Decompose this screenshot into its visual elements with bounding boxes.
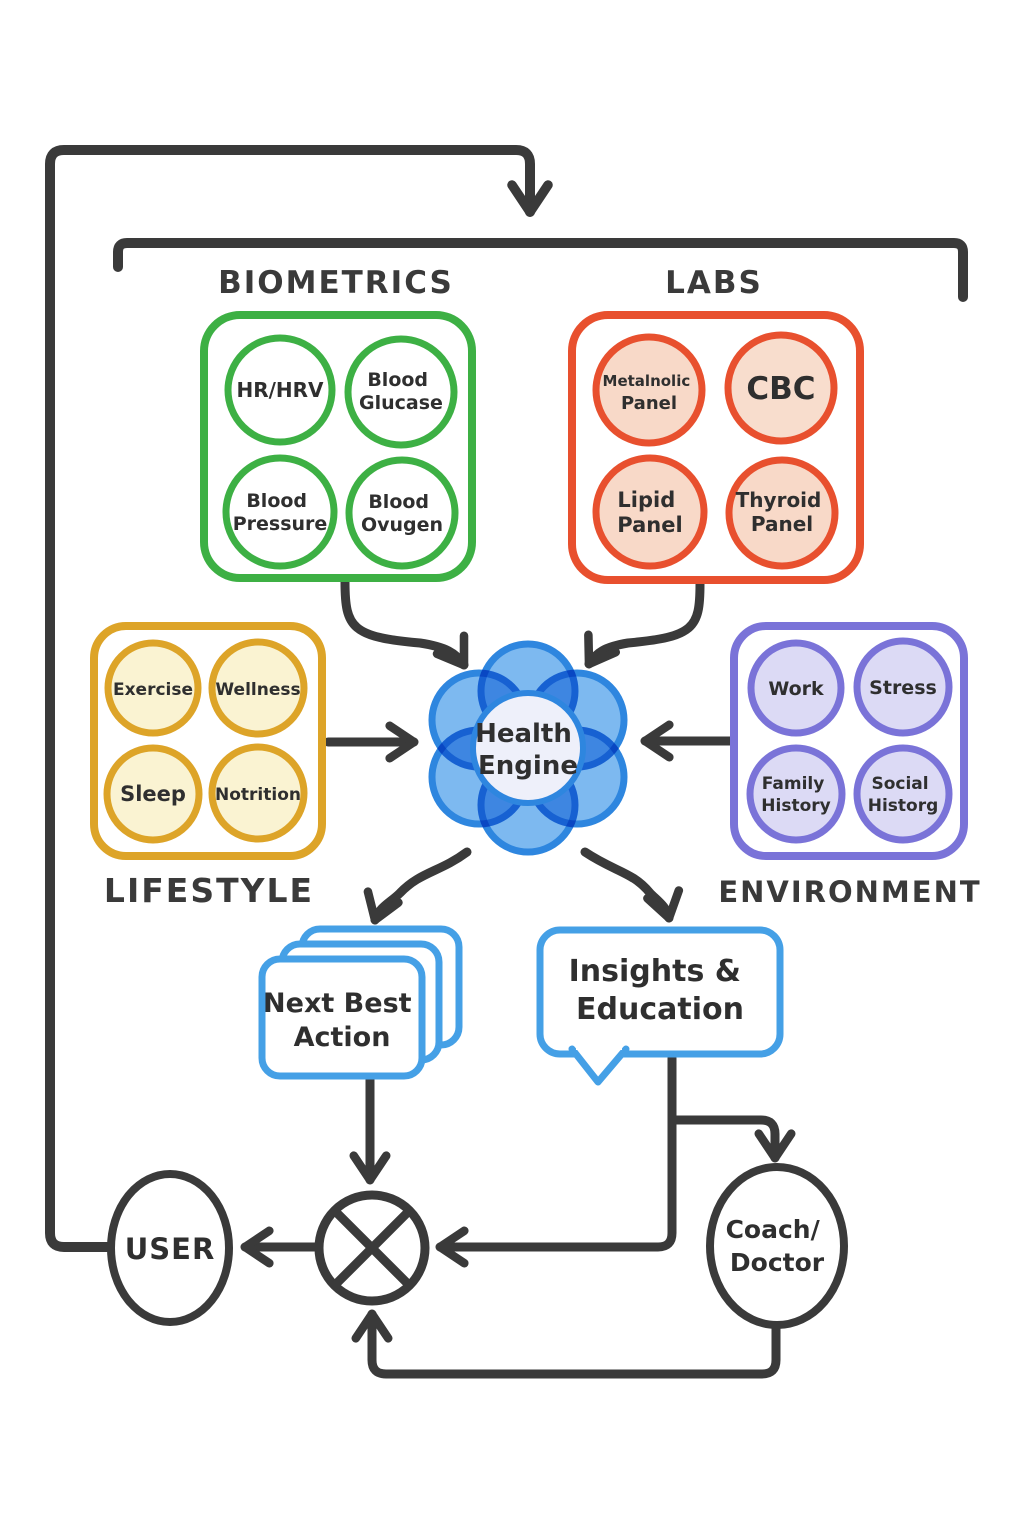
lifestyle-item-label: Notrition — [215, 785, 301, 805]
user-label: USER — [125, 1232, 216, 1266]
line-coach-to-junction-bottom — [351, 1309, 781, 1379]
environment-item-label: Stress — [869, 677, 937, 699]
labs-item-circle — [592, 333, 706, 447]
lifestyle-group: Exercise Wellness Sleep Notrition LIFEST… — [90, 622, 326, 910]
labs-item-label: Metalnolic Panel — [603, 372, 696, 414]
lifestyle-item-label: Sleep — [120, 782, 186, 806]
lifestyle-item-circle — [208, 638, 308, 738]
environment-title: ENVIRONMENT — [718, 875, 981, 909]
next-best-action-label: Next Best Action — [263, 988, 421, 1053]
biometrics-item-circle — [224, 334, 336, 446]
insights-education-node: Insights & Education — [536, 926, 784, 1086]
environment-group: Work Stress Family History Social Histor… — [718, 622, 981, 909]
arrow-engine-to-next-best-action — [363, 847, 472, 925]
biometrics-group: BIOMETRICS HR/HRV Blood Glucase Blood Pr… — [200, 265, 476, 582]
labs-group: LABS Metalnolic Panel CBC Lipid Panel Th… — [568, 265, 864, 584]
health-engine-node: Health Engine — [428, 640, 628, 856]
engine-flower-icon — [428, 640, 628, 856]
input-bracket-line — [113, 238, 968, 302]
mixer-junction — [314, 1190, 430, 1306]
labs-item-label: Lipid Panel — [617, 488, 682, 537]
biometrics-item-label: HR/HRV — [236, 378, 324, 402]
junction-x-icon — [330, 1206, 414, 1290]
next-best-action-card-front — [258, 955, 426, 1080]
environment-item-label: Social Historg — [868, 774, 939, 816]
insights-bubble-tail — [568, 1045, 630, 1086]
labs-item-circle — [725, 456, 839, 570]
lifestyle-item-circle — [208, 743, 308, 843]
line-insights-down-to-junction — [435, 1053, 677, 1268]
coach-doctor-ellipse — [706, 1163, 848, 1329]
biometrics-item-label: Blood Ovugen — [361, 491, 443, 536]
environment-item-circle — [853, 744, 953, 844]
environment-item-label: Work — [768, 678, 824, 700]
lifestyle-item-circle — [104, 639, 202, 737]
arrow-biometrics-to-engine — [340, 577, 469, 670]
engine-label: Health Engine — [475, 719, 581, 781]
lifestyle-item-label: Exercise — [113, 680, 193, 700]
arrow-insights-branch-to-coach — [667, 1115, 796, 1163]
coach-doctor-node: Coach/ Doctor — [706, 1163, 848, 1329]
insights-bubble — [536, 926, 784, 1058]
biometrics-item-circle — [222, 454, 338, 570]
environment-item-circle — [747, 639, 845, 737]
coach-doctor-label: Coach/ Doctor — [726, 1215, 829, 1277]
lifestyle-item-label: Wellness — [215, 680, 300, 700]
labs-item-circle — [592, 454, 708, 570]
engine-center — [470, 690, 586, 806]
environment-item-circle — [746, 744, 846, 844]
biometrics-title: BIOMETRICS — [218, 265, 454, 301]
feedback-loop-line — [45, 145, 553, 1252]
biometrics-item-label: Blood Glucase — [359, 369, 443, 414]
lifestyle-item-circle — [103, 744, 203, 844]
environment-item-label: Family History — [761, 774, 830, 816]
next-best-action-node: Next Best Action — [258, 925, 463, 1080]
biometrics-item-circle — [345, 456, 459, 570]
labs-item-circle — [724, 331, 838, 445]
user-ellipse — [107, 1170, 233, 1326]
user-node: USER — [107, 1170, 233, 1326]
insights-education-label: Insights & Education — [569, 954, 752, 1027]
labs-title: LABS — [665, 265, 763, 301]
arrow-engine-to-insights — [580, 847, 684, 923]
lifestyle-title: LIFESTYLE — [104, 871, 314, 910]
biometrics-item-label: Blood Pressure — [233, 490, 328, 535]
labs-item-label: CBC — [746, 371, 815, 407]
labs-item-label: Thyroid Panel — [736, 488, 829, 536]
biometrics-item-circle — [344, 335, 458, 449]
environment-item-circle — [853, 637, 953, 737]
arrow-labs-to-engine — [584, 579, 705, 669]
